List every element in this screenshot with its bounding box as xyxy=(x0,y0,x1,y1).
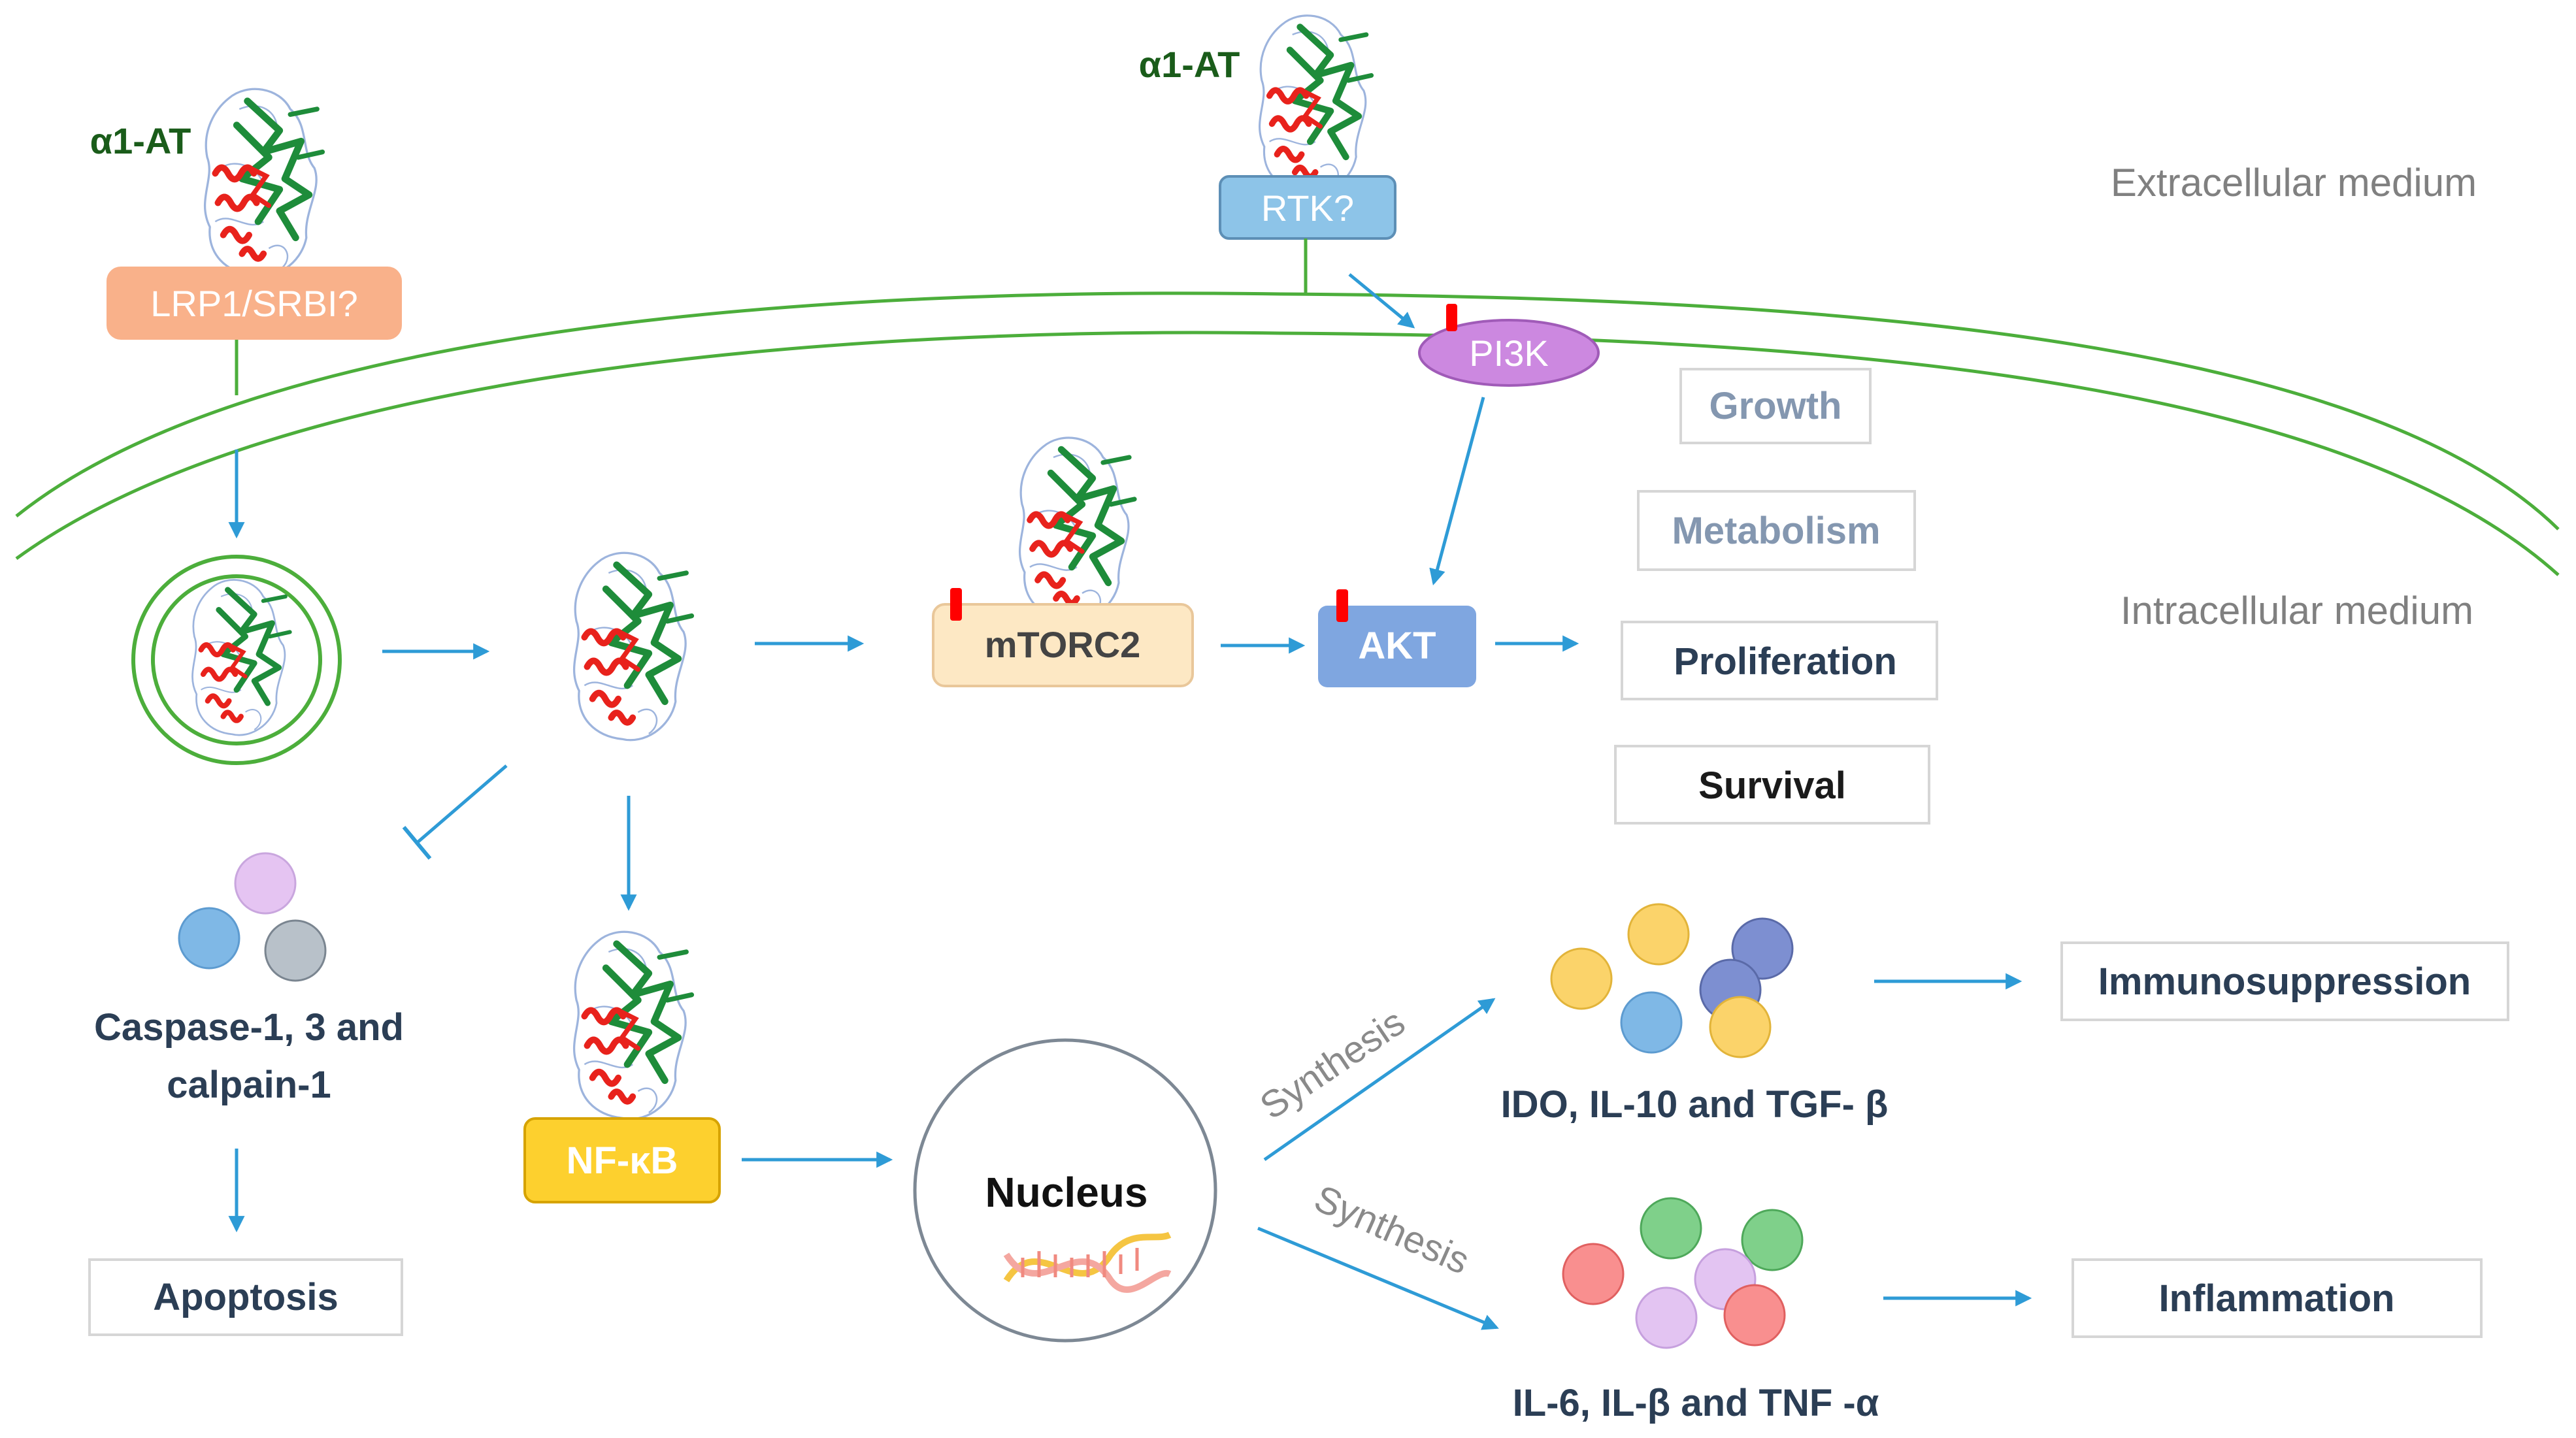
mtorc2-label: mTORC2 xyxy=(985,624,1141,665)
intracellular-medium-label: Intracellular medium xyxy=(2121,589,2473,632)
nfkb-factor xyxy=(523,1117,721,1203)
cytokine-sphere-red-2 xyxy=(1723,1284,1786,1347)
metabolism-label: Metabolism xyxy=(1672,510,1880,552)
dna-icon xyxy=(1003,1232,1172,1293)
caspase-sphere-purple xyxy=(234,852,297,915)
akt-phosphorylation-mark xyxy=(1336,589,1348,622)
cell-membrane-outer xyxy=(15,291,2560,531)
cytokine-sphere-yellow-2 xyxy=(1627,903,1690,966)
caspase-sphere-blue xyxy=(178,907,240,970)
alpha1-at-protein-top xyxy=(1260,16,1372,194)
arrow-synthesis-anti-inflammatory xyxy=(1263,998,1496,1162)
arrow-pi3k-to-akt xyxy=(1429,397,1485,586)
nfkb-label: NF-κB xyxy=(567,1139,678,1182)
akt-kinase xyxy=(1318,606,1476,687)
anti-inflammatory-label: IDO, IL-10 and TGF- β xyxy=(1501,1083,1889,1126)
cytokine-sphere-red-1 xyxy=(1562,1243,1625,1305)
extracellular-medium-label: Extracellular medium xyxy=(2111,161,2477,204)
cytokine-sphere-navy-1 xyxy=(1731,917,1794,980)
arrow-synthesis-pro-inflammatory xyxy=(1257,1226,1499,1330)
survival-box xyxy=(1614,745,1930,825)
proliferation-box xyxy=(1621,621,1938,700)
alpha1-at-label-left: α1-AT xyxy=(90,120,191,161)
pi3k-label: PI3K xyxy=(1469,333,1548,374)
caspase-sphere-grey xyxy=(264,919,327,982)
alpha1-at-protein-left xyxy=(205,89,323,276)
nucleus xyxy=(913,1038,1217,1343)
lrp1-srbi-label: LRP1/SRBI? xyxy=(150,283,358,324)
synthesis-label-top: Synthesis xyxy=(1253,1001,1413,1128)
proliferation-label: Proliferation xyxy=(1674,640,1897,683)
growth-box xyxy=(1679,368,1872,444)
metabolism-box xyxy=(1637,490,1916,571)
mtorc2-phosphorylation-mark xyxy=(950,588,962,621)
inhibition-bar-caspases xyxy=(402,826,432,860)
cytokine-sphere-yellow-3 xyxy=(1709,996,1772,1058)
rtk-label: RTK? xyxy=(1261,188,1354,229)
apoptosis-box xyxy=(88,1258,403,1336)
cell-membrane-inner xyxy=(15,331,2560,576)
inhibition-line-caspases xyxy=(416,764,508,844)
cytokine-sphere-yellow-1 xyxy=(1550,947,1613,1010)
alpha1-at-protein-cytosol xyxy=(574,553,692,740)
alpha1-at-protein-endosome xyxy=(192,580,289,736)
endosome-inner-ring xyxy=(151,574,322,745)
nucleus-label: Nucleus xyxy=(985,1169,1148,1216)
rtk-receptor xyxy=(1219,175,1396,240)
mtorc2-complex xyxy=(932,603,1194,687)
caspase-label-line2: calpain-1 xyxy=(167,1064,331,1106)
endosome-outer-ring xyxy=(131,555,342,765)
immunosuppression-label: Immunosuppression xyxy=(2098,960,2471,1003)
inflammation-box xyxy=(2072,1258,2483,1338)
pro-inflammatory-label: IL-6, IL-β and TNF -α xyxy=(1513,1382,1879,1424)
alpha1-at-protein-nfkb xyxy=(574,932,692,1119)
cytokine-sphere-lilac-2 xyxy=(1635,1286,1698,1349)
immunosuppression-box xyxy=(2060,941,2509,1021)
lrp1-srbi-receptor xyxy=(107,267,402,340)
alpha1-at-protein-mtorc2 xyxy=(1020,438,1134,620)
cytokine-sphere-green-2 xyxy=(1741,1209,1804,1271)
survival-label: Survival xyxy=(1698,764,1846,807)
alpha1-at-label-top: α1-AT xyxy=(1139,44,1240,85)
pi3k-phosphorylation-mark xyxy=(1446,304,1457,331)
apoptosis-label: Apoptosis xyxy=(153,1276,339,1318)
akt-label: AKT xyxy=(1358,625,1436,667)
growth-label: Growth xyxy=(1709,385,1842,427)
cytokine-sphere-green-1 xyxy=(1640,1197,1702,1260)
cytokine-sphere-blue xyxy=(1620,991,1683,1054)
synthesis-label-bottom: Synthesis xyxy=(1308,1177,1476,1283)
inflammation-label: Inflammation xyxy=(2159,1277,2395,1320)
pi3k-enzyme xyxy=(1418,319,1600,387)
caspase-label-line1: Caspase-1, 3 and xyxy=(94,1006,404,1049)
arrow-rtk-to-pi3k xyxy=(1348,273,1415,329)
